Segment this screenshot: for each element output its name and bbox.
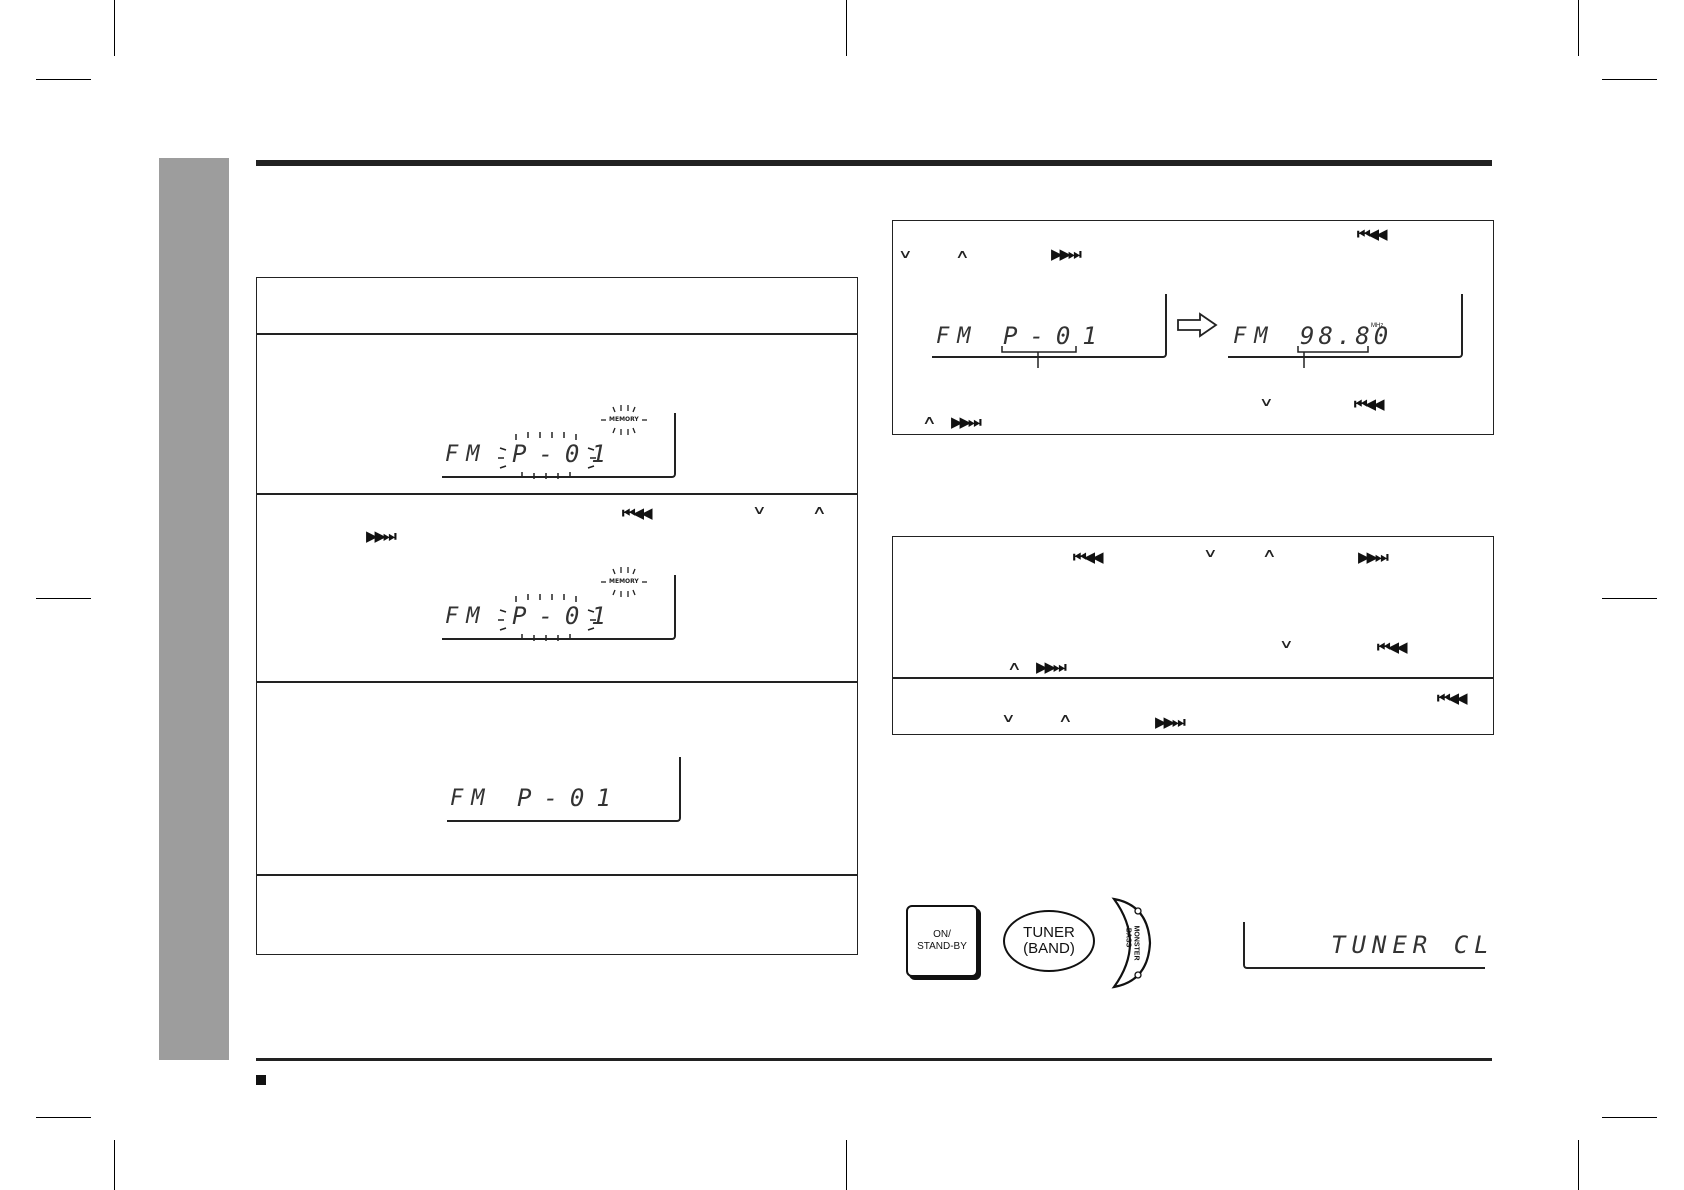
display-band: FM [936,324,979,349]
monster-bass-button[interactable]: MONSTER -BASS [1108,895,1154,991]
crop-mark [1602,1117,1657,1118]
on-standby-button[interactable]: ON/ STAND-BY [906,905,978,977]
chevron-down-icon: ∨ [898,246,913,262]
display-frame [932,294,1167,358]
recall-box [892,220,1494,435]
skip-back-rewind-icon: ⏮◀◀ [1357,225,1388,243]
frequency-bracket-callout [1297,346,1369,368]
fast-forward-skip-icon: ▶▶⏭ [1036,658,1067,676]
blink-rays-icon [498,594,596,641]
fast-forward-skip-icon: ▶▶⏭ [1051,245,1082,263]
crop-mark [846,1140,847,1190]
display-text: TUNER CL [1331,931,1495,959]
crop-mark [36,598,91,599]
skip-back-rewind-icon: ⏮◀◀ [622,504,653,522]
display-band: FM [445,442,488,467]
skip-back-rewind-icon: ⏮◀◀ [1377,638,1408,656]
scan-box [892,536,1494,735]
section-marker [256,1075,266,1085]
display-band: FM [1233,324,1276,349]
row-divider [892,677,1494,679]
arrow-right-icon [1177,312,1218,338]
crop-mark [1602,79,1657,80]
skip-back-rewind-icon: ⏮◀◀ [1354,395,1385,413]
header-rule [256,160,1492,166]
fast-forward-skip-icon: ▶▶⏭ [366,527,397,545]
chevron-down-icon: ∨ [1001,710,1016,726]
display-preset: P-01 [512,602,618,630]
crop-mark [36,79,91,80]
display-preset: P-01 [517,784,623,812]
display-frame [442,413,676,478]
fast-forward-skip-icon: ▶▶⏭ [951,413,982,431]
monster-bass-label: MONSTER -BASS [1124,925,1140,961]
skip-back-rewind-icon: ⏮◀◀ [1437,689,1468,707]
crop-mark [846,0,847,56]
skip-back-rewind-icon: ⏮◀◀ [1073,548,1104,566]
chevron-down-icon: ∨ [1203,545,1218,561]
chevron-down-icon: ∨ [752,502,767,518]
crop-mark [114,0,115,56]
crop-mark [114,1140,115,1190]
chevron-up-icon: ∧ [1262,545,1277,561]
row-divider [256,333,858,335]
display-preset: P-01 [512,440,618,468]
memory-indicator-icon: MEMORY [601,567,647,597]
crop-mark [1578,0,1579,56]
display-frame [1243,922,1485,969]
memory-label: MEMORY [609,578,639,585]
chevron-up-icon: ∧ [812,502,827,518]
crop-mark [1602,598,1657,599]
chevron-up-icon: ∧ [1007,658,1022,674]
memory-indicator-icon: MEMORY [601,405,647,435]
display-frame [1228,294,1463,358]
preset-bracket-callout [1001,346,1077,368]
monster-bass-button-shape [1111,897,1152,989]
row-divider [256,681,858,683]
chevron-up-icon: ∧ [922,412,937,428]
display-band: FM [445,604,488,629]
fast-forward-skip-icon: ▶▶⏭ [1155,713,1186,731]
blink-rays-icon [498,432,596,479]
chevron-up-icon: ∧ [1058,710,1073,726]
band-label: (BAND) [1023,940,1075,957]
chevron-down-icon: ∨ [1279,636,1294,652]
section-tab-sidebar [159,158,229,1060]
chevron-down-icon: ∨ [1259,394,1274,410]
crop-mark [1578,1140,1579,1190]
tuner-label: TUNER [1023,924,1075,941]
display-unit: MHz [1371,323,1384,329]
chevron-up-icon: ∧ [955,246,970,262]
display-frame [442,575,676,640]
steps-table [256,277,858,955]
crop-mark [36,1117,91,1118]
display-frame [447,757,681,822]
row-divider [256,493,858,495]
tuner-band-button[interactable]: TUNER (BAND) [1003,910,1095,972]
display-frequency: 98.80 [1300,322,1393,350]
display-band: FM [450,786,493,811]
on-standby-label: ON/ STAND-BY [917,929,967,952]
footer-rule [256,1058,1492,1061]
display-preset: P-01 [1003,322,1109,350]
row-divider [256,874,858,876]
fast-forward-skip-icon: ▶▶⏭ [1358,548,1389,566]
memory-label: MEMORY [609,416,639,423]
